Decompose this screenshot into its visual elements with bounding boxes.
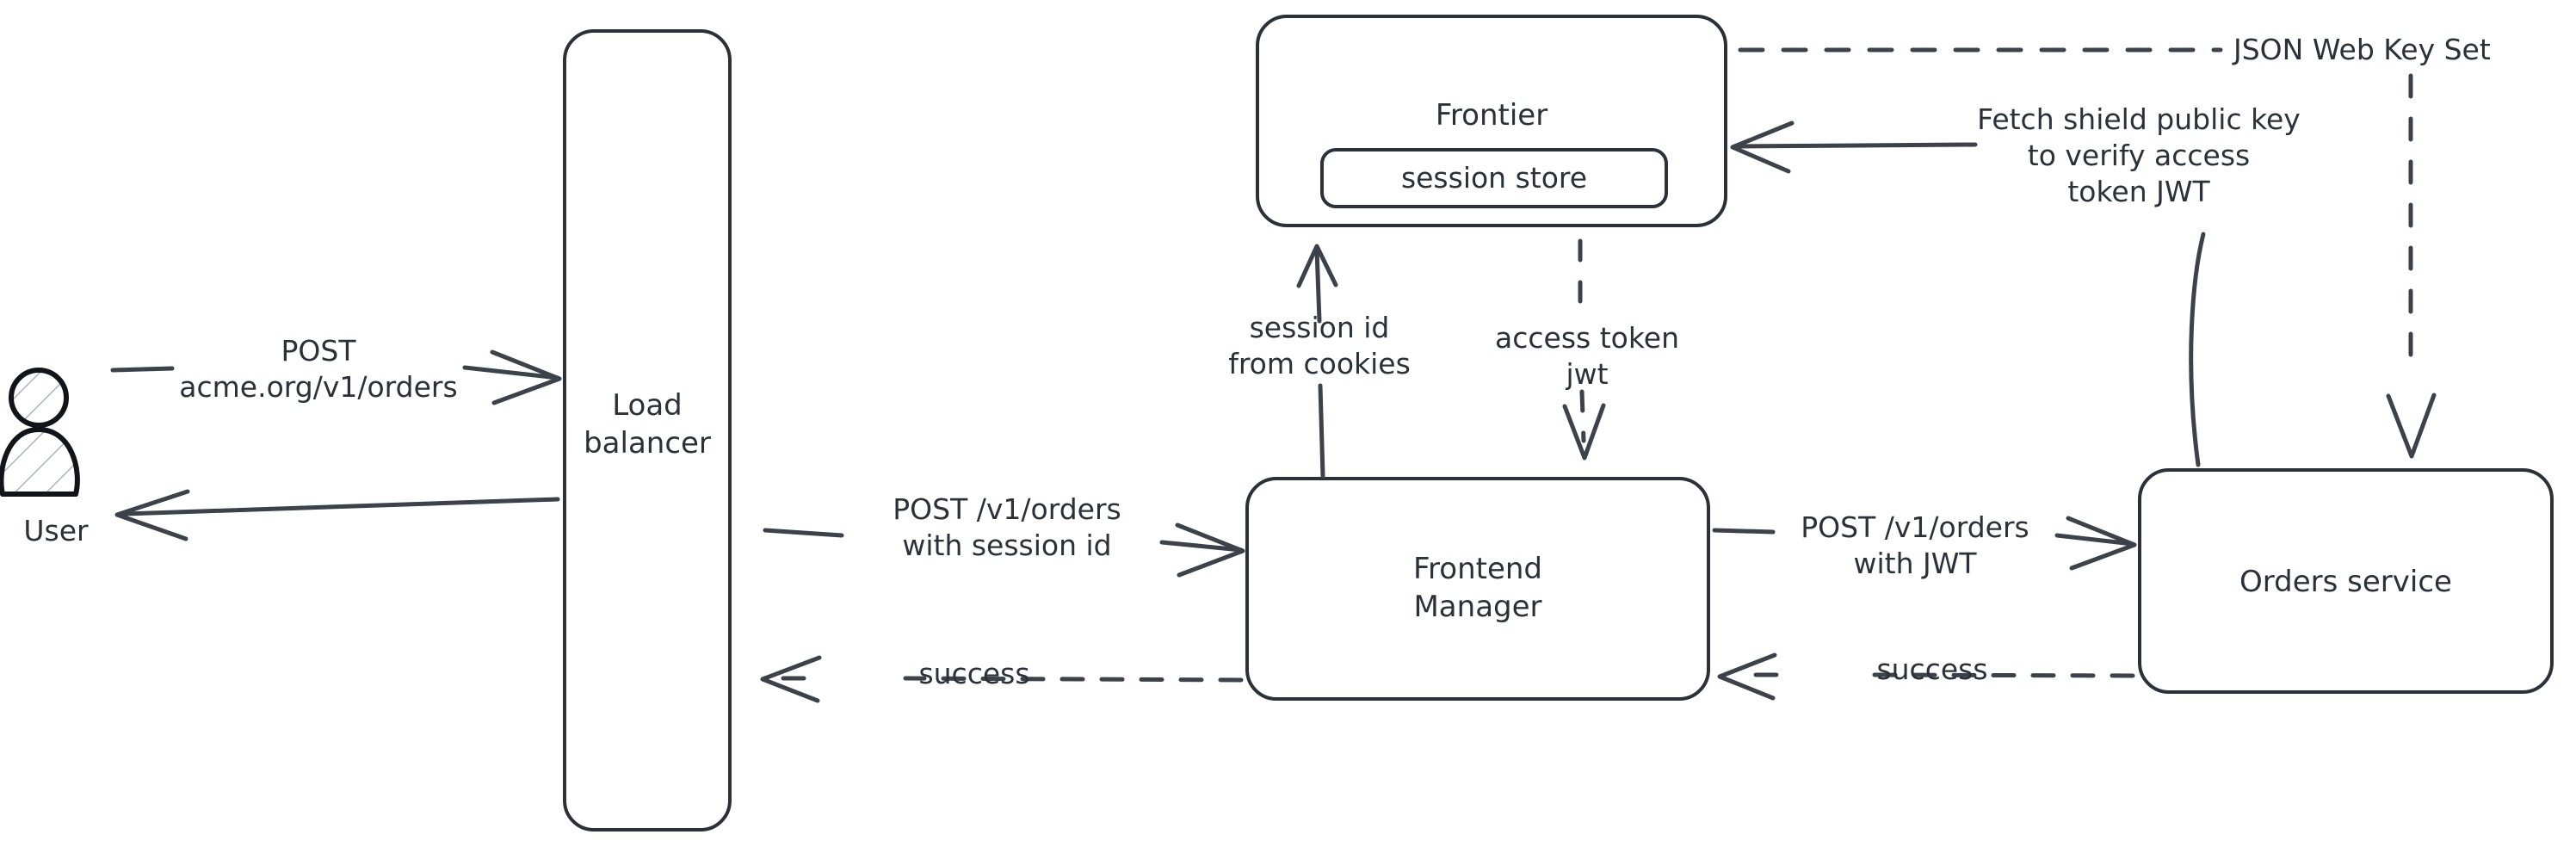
- arrowhead-right-icon: [1175, 522, 1245, 578]
- arrowhead-left-icon: [760, 655, 822, 703]
- edge-label-fem-to-lb: success: [918, 657, 1030, 690]
- arrowhead-left-icon: [114, 489, 190, 541]
- node-label-user: User: [23, 514, 89, 547]
- arrowhead-right-icon: [2066, 516, 2137, 571]
- edge-frontier-to-fem: [1562, 238, 1606, 461]
- node-label-frontend-manager: Frontend Manager: [1412, 552, 1543, 624]
- edge-label-lb-to-fem: POST /v1/orders with session id: [893, 492, 1121, 563]
- edge-orders-to-fem: [1717, 652, 2135, 701]
- node-frontend-manager[interactable]: [1245, 477, 1710, 701]
- node-session-store[interactable]: [1320, 148, 1668, 208]
- edge-lb-to-fem: [763, 522, 1245, 578]
- user-body-icon: [0, 427, 80, 497]
- arrowhead-right-icon: [490, 349, 562, 405]
- arrowhead-left-icon: [1730, 121, 1795, 174]
- node-load-balancer[interactable]: [563, 29, 732, 832]
- edge-label-fem-to-frontier: session id from cookies: [1228, 311, 1411, 381]
- edge-user-to-lb: [110, 349, 562, 405]
- edge-lb-to-user: [114, 489, 560, 541]
- arrowhead-left-icon: [1717, 652, 1777, 701]
- node-label-load-balancer: Load balancer: [584, 388, 711, 461]
- node-user[interactable]: [0, 368, 80, 497]
- edge-label-fem-to-orders: POST /v1/orders with JWT: [1801, 510, 2029, 581]
- edge-label-user-to-lb: POST acme.org/v1/orders: [179, 334, 458, 405]
- node-frontier[interactable]: [1256, 15, 1727, 227]
- edge-orders-to-frontier: [1730, 121, 2206, 467]
- arrowhead-down-icon: [2386, 393, 2437, 459]
- arrowhead-up-icon: [1296, 244, 1338, 288]
- arrowhead-down-icon: [1562, 403, 1606, 461]
- user-head-icon: [9, 368, 69, 428]
- node-orders-service[interactable]: [2138, 468, 2554, 694]
- edge-frontier-to-orders-jwks: [1738, 47, 2437, 459]
- node-label-orders-service: Orders service: [2239, 565, 2452, 599]
- edge-fem-to-orders: [1712, 516, 2137, 571]
- edge-label-orders-to-fem: success: [1876, 652, 1988, 686]
- edge-label-jwks: JSON Web Key Set: [2233, 33, 2491, 66]
- edge-label-orders-to-frontier: Fetch shield public key to verify access…: [1977, 102, 2301, 209]
- node-label-session-store: session store: [1400, 161, 1588, 195]
- edge-label-frontier-to-fem: access token jwt: [1495, 321, 1679, 392]
- edge-fem-to-lb: [760, 655, 1244, 703]
- edge-fem-to-frontier: [1296, 244, 1338, 479]
- node-label-frontier: Frontier: [1435, 98, 1548, 133]
